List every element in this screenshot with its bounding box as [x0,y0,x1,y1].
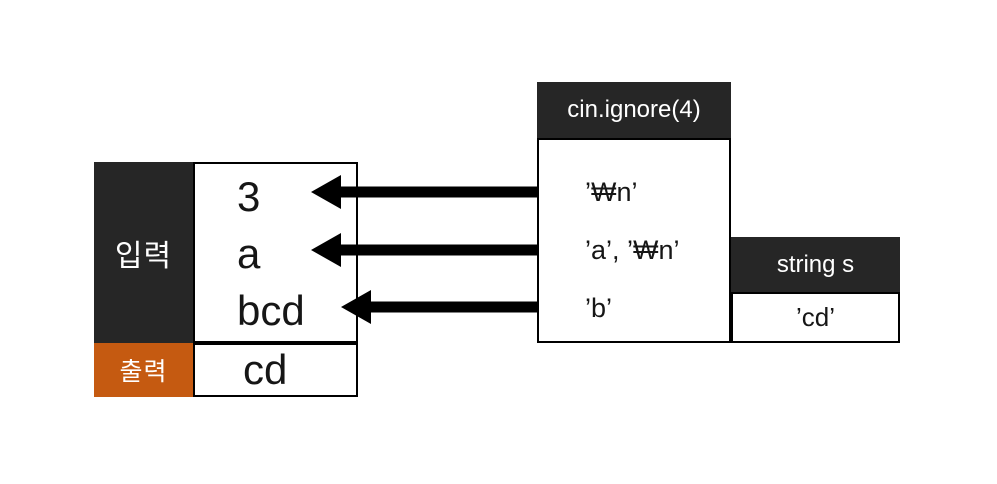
ignore-line-3: ’b’ [585,293,613,323]
ignore-line-2: ’a’, ’₩n’ [585,235,680,265]
ignore-line-1: ’₩n’ [585,177,638,207]
ignore-box-body: ’₩n’ ’a’, ’₩n’ ’b’ [537,138,731,343]
input-value-line-2: a [237,230,261,277]
output-label-cell: 출력 [94,343,193,397]
output-value-cell: cd [193,343,358,397]
arrow-ignore-line3-to-input-bcd [341,290,537,324]
string-box-value: ’cd’ [731,292,900,343]
ignore-box-title: cin.ignore(4) [537,82,731,138]
input-value-line-3: bcd [237,287,305,334]
input-values-cell: 3 a bcd [193,162,358,343]
string-box-title: string s [731,237,900,292]
input-label-cell: 입력 [94,162,193,343]
input-value-line-1: 3 [237,173,261,220]
